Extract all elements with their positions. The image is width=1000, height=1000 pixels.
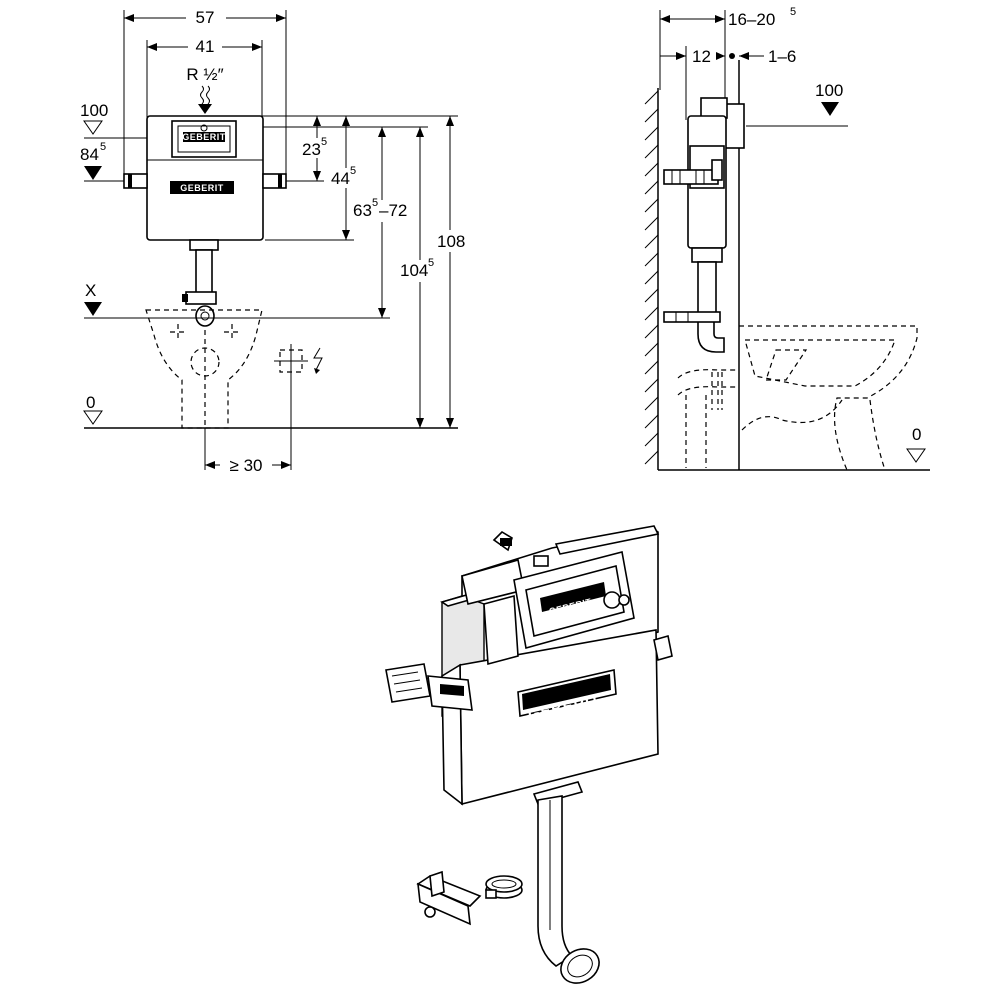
dim-41-label: 41 xyxy=(196,37,215,56)
cistern-front: GEBERIT GEBERIT xyxy=(123,115,287,327)
dim-57: 57 xyxy=(124,6,286,28)
svg-text:5: 5 xyxy=(372,197,378,209)
svg-text:5: 5 xyxy=(428,257,434,269)
dim-44: 44 5 xyxy=(330,116,364,240)
dim-104: 104 5 xyxy=(398,127,442,428)
geberit-logo-front: GEBERIT xyxy=(180,183,224,193)
level-84-label: 84 5 xyxy=(80,141,106,164)
side-level-0-label: 0 xyxy=(912,425,921,444)
svg-text:5: 5 xyxy=(790,6,796,18)
wc-pan-front xyxy=(145,309,263,429)
level-100-label: 100 xyxy=(80,101,108,120)
cistern-side xyxy=(663,97,745,353)
svg-text:5: 5 xyxy=(350,165,356,177)
electrical-socket-icon xyxy=(274,344,323,470)
level-x-marker xyxy=(84,302,102,316)
dim-1-6: 1–6 xyxy=(739,47,796,66)
dim-41: 41 xyxy=(147,36,262,58)
wc-pan-side xyxy=(677,325,918,471)
side-level-0-marker xyxy=(906,448,926,463)
level-84-marker xyxy=(84,166,102,180)
dim-min-30: ≥ 30 xyxy=(204,428,291,475)
svg-text:GEBERIT: GEBERIT xyxy=(182,132,226,142)
svg-text:44: 44 xyxy=(331,169,350,188)
svg-text:23: 23 xyxy=(302,140,321,159)
level-100-marker xyxy=(83,120,103,135)
svg-text:12: 12 xyxy=(692,47,711,66)
svg-text:≥ 30: ≥ 30 xyxy=(230,456,263,475)
svg-text:104: 104 xyxy=(400,261,428,280)
dim-108: 108 xyxy=(436,116,466,428)
thread-label: R ½″ xyxy=(186,65,223,84)
level-x-label: X xyxy=(85,281,96,300)
svg-text:84: 84 xyxy=(80,145,99,164)
level-0-label: 0 xyxy=(86,393,95,412)
dim-57-label: 57 xyxy=(196,8,215,27)
svg-text:1–6: 1–6 xyxy=(768,47,796,66)
svg-text:5: 5 xyxy=(100,141,106,153)
wall-hatching xyxy=(644,90,659,465)
dim-23: 23 5 xyxy=(296,116,336,181)
svg-text:–72: –72 xyxy=(379,201,407,220)
svg-text:5: 5 xyxy=(321,136,327,148)
side-level-100-marker xyxy=(821,102,839,116)
svg-text:108: 108 xyxy=(437,232,465,251)
side-level-100-label: 100 xyxy=(815,81,843,100)
dim-16-20: 16–20 5 xyxy=(660,6,796,29)
level-0-marker xyxy=(83,410,103,425)
product-illustration: GEBERIT GEBERIT xyxy=(385,525,673,984)
svg-text:16–20: 16–20 xyxy=(728,10,775,29)
svg-text:63: 63 xyxy=(353,201,372,220)
side-view: 16–20 5 12 1–6 100 xyxy=(644,6,930,471)
dim-63-72: 63 5 –72 xyxy=(352,127,414,318)
dim-12: 12 xyxy=(660,47,735,66)
front-view: 57 41 R ½″ 100 84 5 xyxy=(80,6,466,475)
